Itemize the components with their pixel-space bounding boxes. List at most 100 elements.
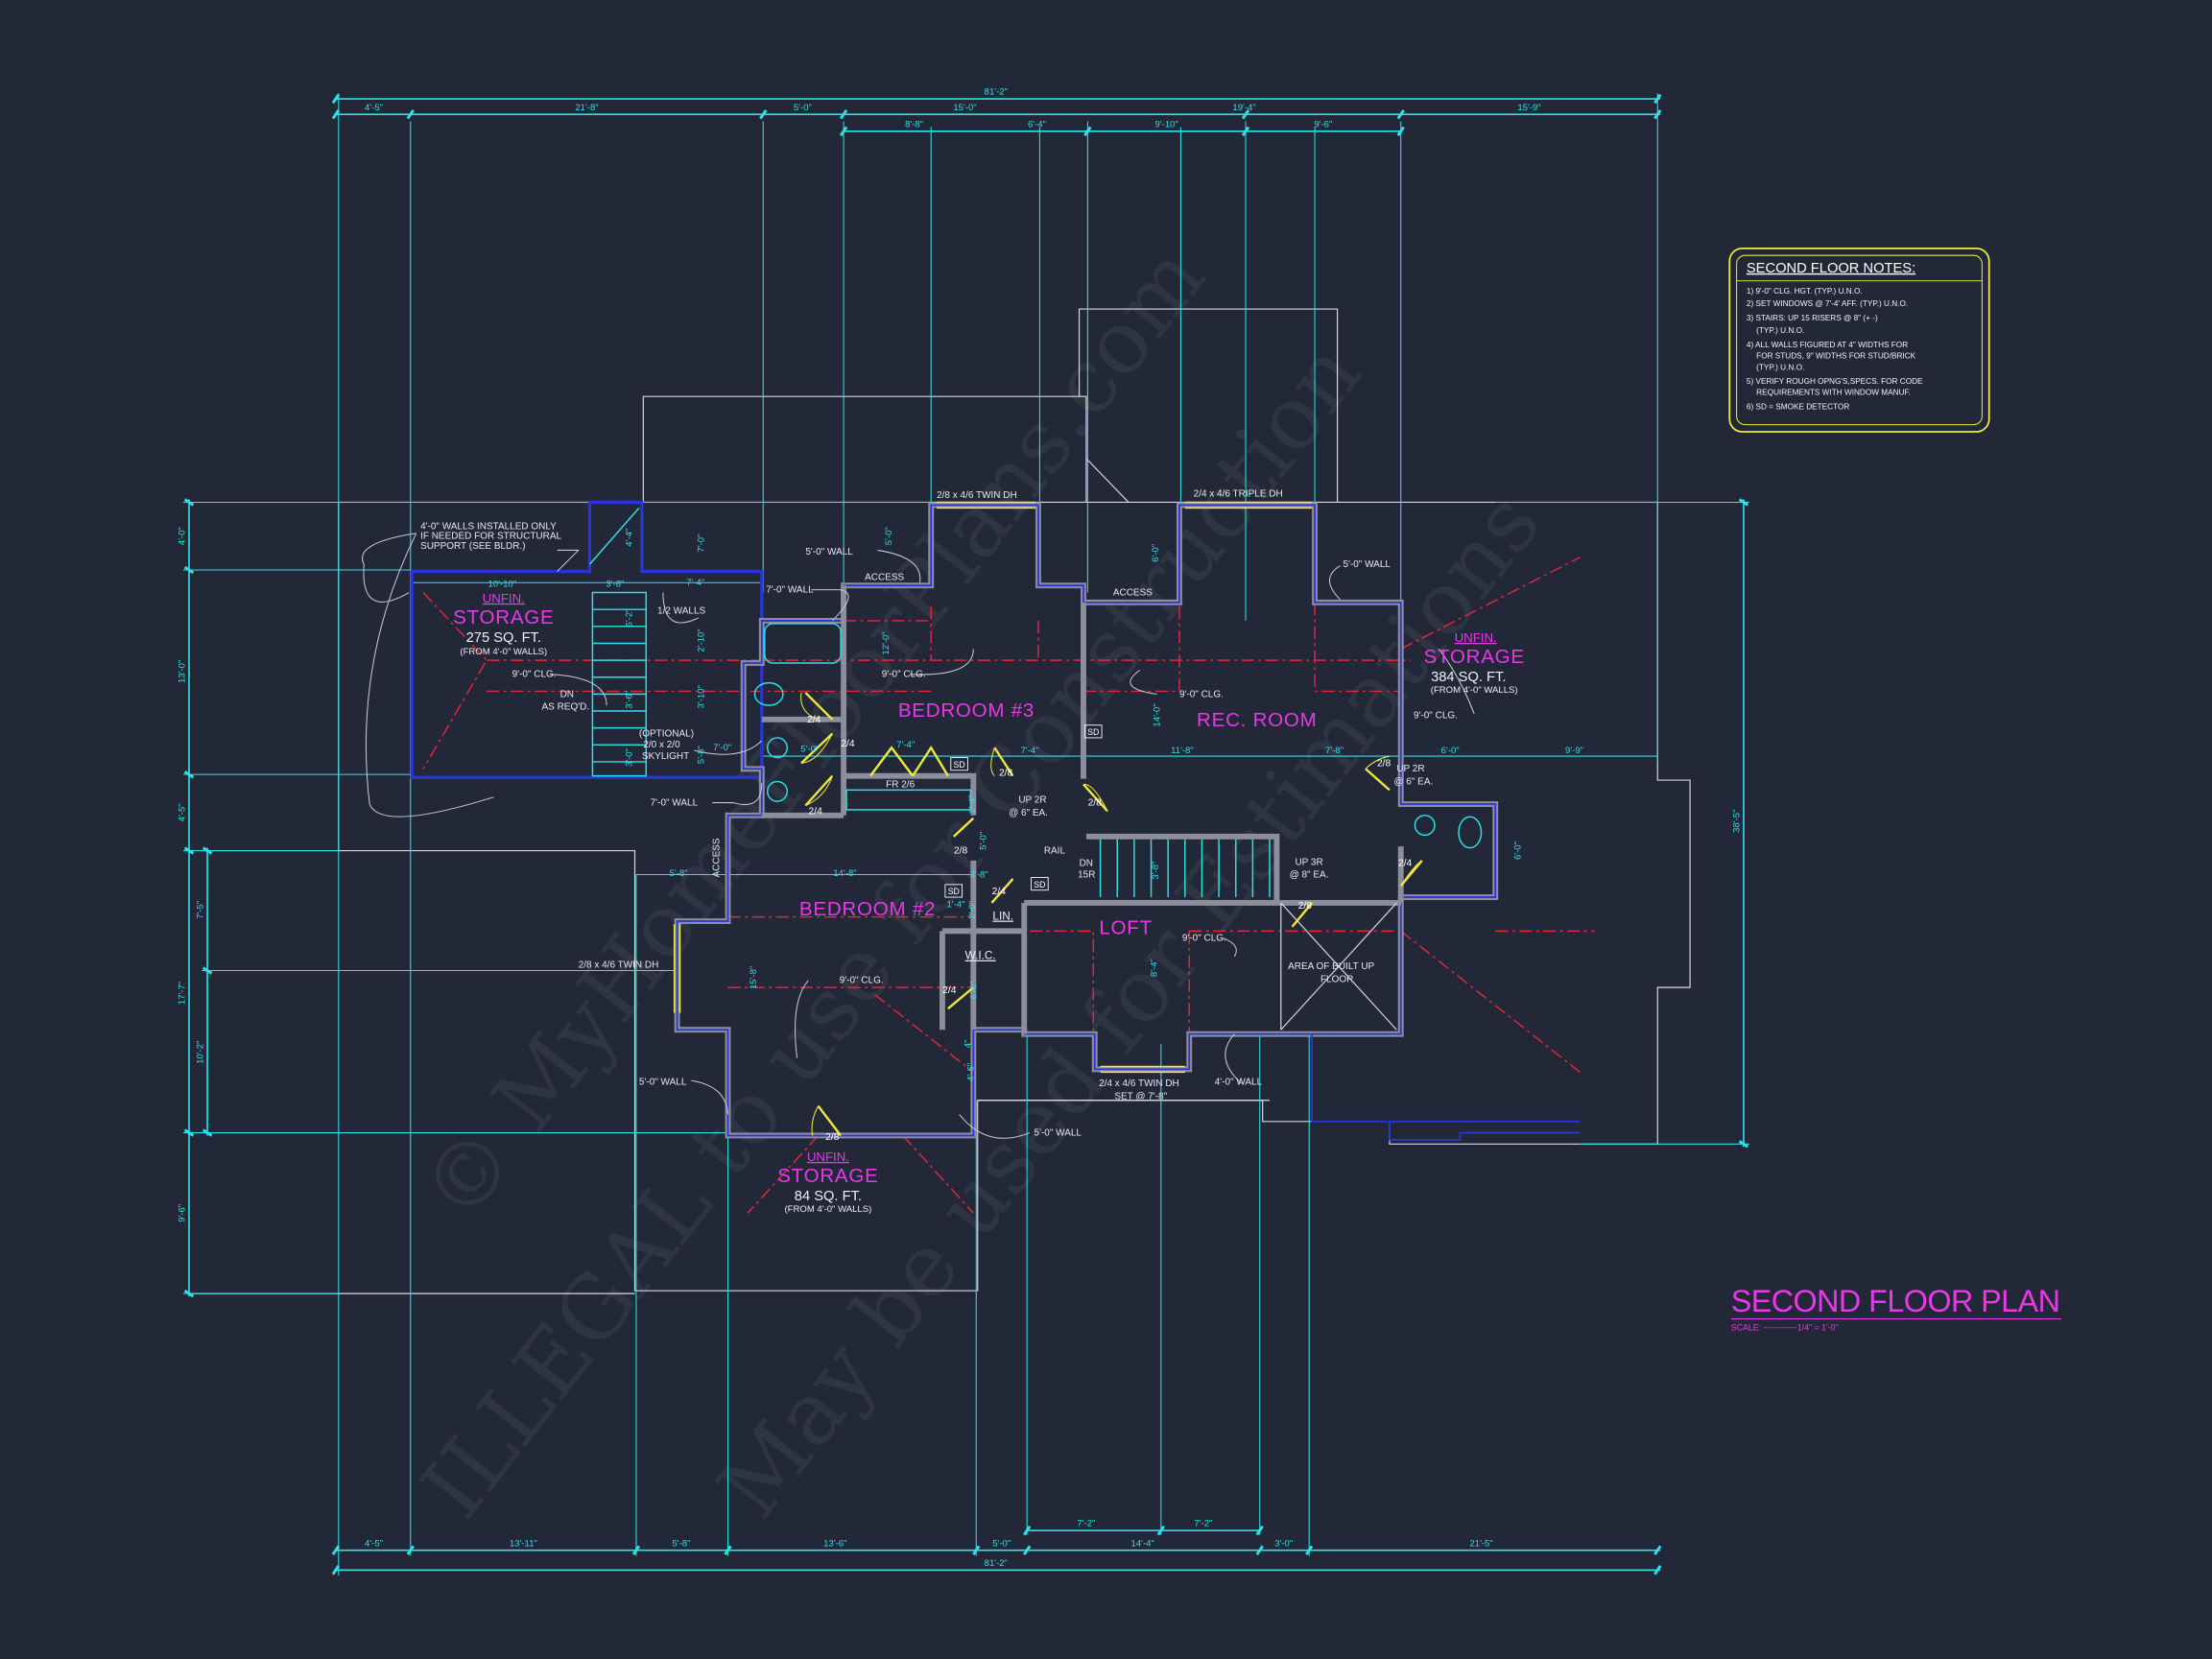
dim-label: 3'-0" bbox=[625, 748, 635, 767]
smoke-detector-icon: SD bbox=[1087, 727, 1099, 737]
storage-bottom-tag: UNFIN. bbox=[807, 1149, 849, 1164]
dim-label: 5'-8" bbox=[670, 868, 688, 879]
right-dimension: 38'-5" bbox=[1732, 498, 1749, 1149]
dim-label: 10'-10" bbox=[488, 580, 517, 590]
annotation: @ 8" EA. bbox=[1290, 869, 1329, 880]
storage-bottom-name: STORAGE bbox=[777, 1165, 878, 1187]
storage-bottom-note: (FROM 4'-0" WALLS) bbox=[785, 1204, 872, 1215]
bathtub-icon bbox=[764, 623, 842, 664]
note-line: 2) SET WINDOWS @ 7'-4' AFF. (TYP.) U.N.O… bbox=[1747, 299, 1908, 308]
ceiling-lines bbox=[422, 557, 1595, 1214]
note-line: 6) SD = SMOKE DETECTOR bbox=[1747, 402, 1849, 411]
storage-right-name: STORAGE bbox=[1423, 646, 1524, 668]
built-up-floor-x bbox=[1280, 902, 1397, 1031]
dim-label: 4'-5" bbox=[365, 103, 383, 113]
dim-bottom-overall: 81'-2" bbox=[985, 1558, 1008, 1569]
dim-label: 7'-2" bbox=[1194, 1519, 1212, 1529]
extension-lines bbox=[183, 93, 1749, 1576]
annotation: 9'-0" CLG. bbox=[882, 670, 926, 680]
dim-label: 14'-4" bbox=[1131, 1538, 1154, 1549]
annotation: UP 2R bbox=[1018, 795, 1046, 806]
dim-label: 5'-8" bbox=[673, 1538, 691, 1549]
dim-label: 15'-9" bbox=[1517, 103, 1540, 113]
left-storage-walls bbox=[410, 500, 764, 779]
toilet-icon bbox=[1458, 816, 1483, 849]
dim-label: 6'-0" bbox=[968, 982, 979, 1000]
dim-label: 14'-8" bbox=[833, 868, 856, 879]
room-rec-room: REC. ROOM bbox=[1197, 709, 1318, 731]
annotation: ACCESS bbox=[1113, 587, 1153, 598]
left-dimensions: 4'-0" 13'-0" 4'-5" 17'-7" 9'-6" 7'-5" 10… bbox=[178, 498, 213, 1298]
dim-label: 3'-8" bbox=[606, 580, 624, 590]
dim-label: 13'-6" bbox=[823, 1538, 846, 1549]
door-labels: 2/4 2/4 2/4 2/8 2/8 2/8 2/4 2/4 2/8 2/8 … bbox=[807, 715, 1413, 1143]
dim-label: 13'-0" bbox=[178, 660, 188, 683]
annotation: 5'-0" WALL bbox=[639, 1078, 687, 1088]
top-dimensions: 81'-2" 4'-5" 21'-8" 5'-0" 15'-0" 19'-4" … bbox=[331, 87, 1662, 137]
dim-label: 10'-2" bbox=[196, 1041, 206, 1064]
door-label: 2/4 bbox=[942, 985, 957, 996]
annotation: ACCESS bbox=[865, 572, 904, 582]
dim-label: 21'-5" bbox=[1469, 1538, 1492, 1549]
dim-label: 7'-4" bbox=[686, 578, 704, 588]
storage-right-note: (FROM 4'-0" WALLS) bbox=[1431, 685, 1518, 696]
toilet-icon bbox=[753, 681, 784, 706]
note-line: 1) 9'-0" CLG. HGT. (TYP.) U.N.O. bbox=[1747, 287, 1863, 296]
dim-label: 8'-8" bbox=[905, 119, 923, 130]
dim-label: 5'-0" bbox=[979, 832, 989, 850]
dim-label: 5'-0" bbox=[794, 103, 812, 113]
annotation: @ 6" EA. bbox=[1393, 776, 1433, 787]
annotation: (OPTIONAL) bbox=[639, 728, 694, 739]
plan-title: SECOND FLOOR PLAN bbox=[1731, 1284, 2061, 1318]
door-label: 2/4 bbox=[992, 887, 1007, 897]
dim-label: 21'-8" bbox=[575, 103, 598, 113]
dim-label: 17'-7" bbox=[178, 982, 188, 1005]
annotation: RAIL bbox=[1044, 845, 1066, 856]
dim-label: 4'-5" bbox=[178, 803, 188, 821]
dim-label: 19'-4" bbox=[1232, 103, 1255, 113]
dim-label: 6'-0" bbox=[1151, 544, 1161, 562]
annotation: DN bbox=[1080, 859, 1093, 869]
smoke-detector-icon: SD bbox=[948, 887, 960, 896]
dim-label: 9'-9" bbox=[1565, 746, 1583, 756]
note-line: 5) VERIFY ROUGH OPNG'S,SPECS. FOR CODE bbox=[1747, 377, 1923, 386]
door-label: 2/8 bbox=[999, 769, 1013, 779]
annotation: AS REQ'D. bbox=[541, 702, 589, 713]
annotation: UP 3R bbox=[1295, 857, 1322, 867]
dim-label: 15'-0" bbox=[953, 103, 976, 113]
dim-label: 6'-0" bbox=[1441, 746, 1460, 756]
dim-label: 3'-10" bbox=[697, 685, 707, 708]
door-label: 2/8 bbox=[954, 845, 968, 856]
dim-label: 9'-6" bbox=[1314, 119, 1332, 130]
dim-label: 7'-4" bbox=[1021, 746, 1039, 756]
dim-label: 9'-10" bbox=[1155, 119, 1178, 130]
note-line: (TYP.) U.N.O. bbox=[1756, 363, 1804, 371]
room-loft: LOFT bbox=[1099, 916, 1153, 938]
annotation: 5'-0" WALL bbox=[1035, 1127, 1082, 1138]
annotation: AREA OF BUILT UP bbox=[1288, 961, 1374, 972]
smoke-detector-icon: SD bbox=[953, 760, 964, 770]
dim-label: 4'-0" bbox=[178, 527, 188, 545]
room-labels: UNFIN. STORAGE 275 SQ. FT. (FROM 4'-0" W… bbox=[453, 591, 1524, 1215]
note-line: (TYP.) U.N.O. bbox=[1756, 326, 1804, 335]
dim-label: 5'-0" bbox=[884, 527, 894, 545]
dim-label: 5'-0" bbox=[992, 1538, 1011, 1549]
plan-scale: SCALE: ------------1/4" = 1'-0" bbox=[1731, 1322, 1839, 1332]
annotation: UP 2R bbox=[1396, 764, 1424, 774]
room-bedroom-2: BEDROOM #2 bbox=[799, 898, 936, 920]
dim-label: 1'-4" bbox=[946, 899, 964, 910]
room-bedroom-3: BEDROOM #3 bbox=[898, 699, 1035, 722]
annotation: IF NEEDED FOR STRUCTURAL bbox=[420, 532, 561, 542]
door-label: 2/8 bbox=[1298, 901, 1313, 912]
annotation: 2/0 x 2/0 bbox=[643, 740, 680, 750]
notes-title: SECOND FLOOR NOTES: bbox=[1747, 261, 1915, 276]
storage-left-tag: UNFIN. bbox=[483, 591, 525, 605]
windows bbox=[673, 501, 1313, 1074]
annotation: ACCESS bbox=[712, 838, 723, 877]
dim-label: 6'-4" bbox=[1028, 119, 1046, 130]
dim-label: 2'-10" bbox=[697, 628, 707, 652]
annotation: 4'-0" WALLS INSTALLED ONLY bbox=[420, 521, 557, 532]
sink-icon bbox=[766, 737, 789, 759]
smoke-detectors: SD SD SD SD bbox=[944, 724, 1103, 898]
second-floor-notes: SECOND FLOOR NOTES: 1) 9'-0" CLG. HGT. (… bbox=[1728, 247, 1990, 433]
